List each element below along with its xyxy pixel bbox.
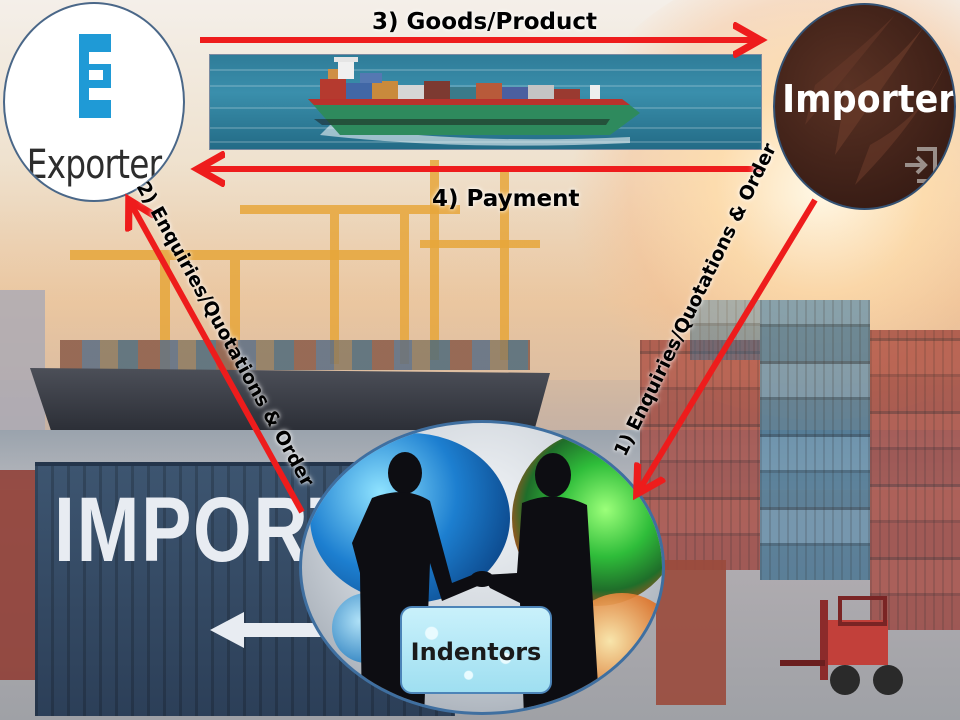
payment-flow-label: 4) Payment [432, 186, 580, 212]
container-stack [760, 300, 870, 580]
left-arrow-icon [210, 612, 328, 648]
goods-flow-label: 3) Goods/Product [372, 9, 598, 35]
exporter-node: Exporter [3, 2, 185, 202]
enquiry-to-indentors-arrow [638, 198, 818, 492]
background-ship-cargo [60, 340, 530, 370]
indentors-label-box: Indentors [400, 606, 552, 694]
sign-in-icon [905, 147, 937, 183]
background-building [0, 290, 45, 440]
cargo-ship-icon [308, 57, 640, 146]
background-ship-hull [30, 368, 550, 430]
handshake-silhouettes-icon [352, 452, 600, 712]
red-container-right [656, 560, 726, 705]
red-container-left [0, 470, 40, 680]
exporter-logo-icon [79, 34, 111, 118]
indentors-node [299, 420, 665, 715]
crane [70, 250, 400, 260]
forklift-icon [780, 596, 903, 695]
leaf-pattern-icon [805, 15, 945, 185]
container-stack [870, 330, 960, 630]
enquiry-to-exporter-arrow [130, 202, 305, 514]
exporter-label: Exporter [26, 142, 162, 188]
importer-label: Importer [782, 77, 956, 121]
container-ship-photo [209, 54, 762, 150]
indentors-label: Indentors [410, 638, 542, 666]
importer-node: Importer [773, 3, 956, 210]
